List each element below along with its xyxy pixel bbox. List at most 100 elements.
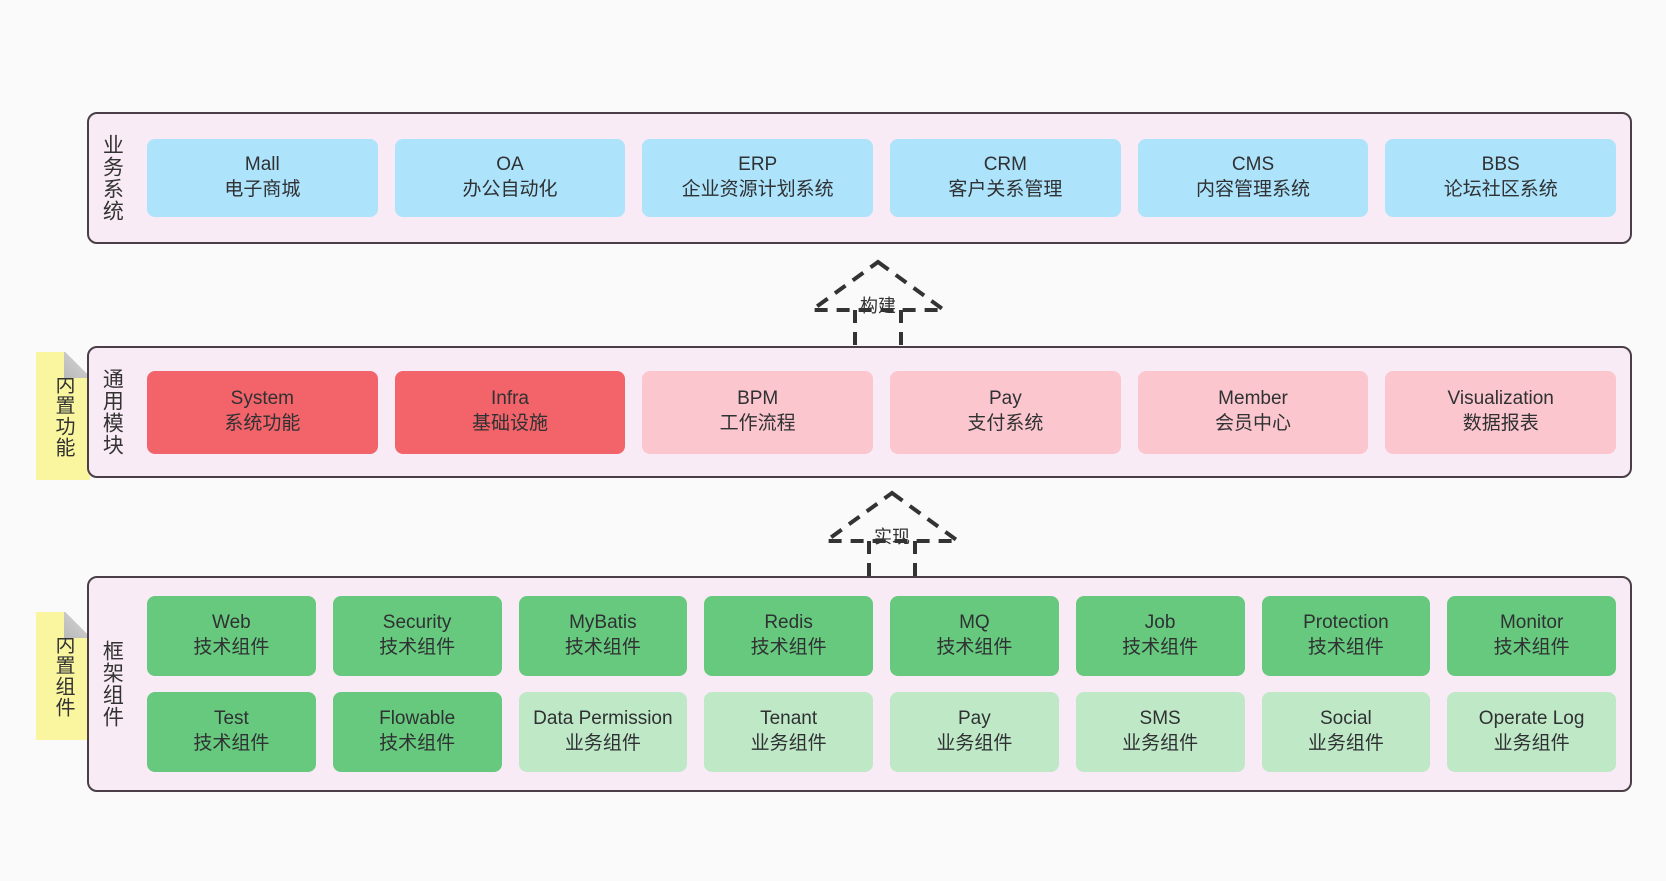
card-job[interactable]: Job 技术组件 bbox=[1075, 596, 1245, 676]
card-title: Visualization bbox=[1447, 388, 1554, 410]
layer-body-common-module: System 系统功能 Infra 基础设施 BPM 工作流程 Pay 支付系统… bbox=[133, 348, 1630, 476]
connector-build: 构建 bbox=[798, 258, 958, 350]
card-title: Security bbox=[382, 612, 452, 634]
card-redis[interactable]: Redis 技术组件 bbox=[704, 596, 873, 676]
sticky-note-label: 内置功能 bbox=[52, 374, 74, 458]
card-subtitle: 业务组件 bbox=[1122, 733, 1199, 754]
card-subtitle: 客户关系管理 bbox=[948, 179, 1063, 200]
card-cms[interactable]: CMS 内容管理系统 bbox=[1137, 139, 1369, 217]
card-title: Member bbox=[1218, 388, 1288, 410]
card-subtitle: 办公自动化 bbox=[462, 179, 558, 200]
card-subtitle: 工作流程 bbox=[719, 413, 796, 434]
card-subtitle: 会员中心 bbox=[1215, 413, 1292, 434]
layer-title-framework-component: 框架组件 bbox=[100, 640, 124, 728]
card-operate-log[interactable]: Operate Log 业务组件 bbox=[1447, 692, 1616, 772]
card-title: Infra bbox=[490, 388, 530, 410]
card-mall[interactable]: Mall 电子商城 bbox=[147, 139, 378, 217]
card-subtitle: 业务组件 bbox=[1493, 733, 1570, 754]
layer-framework-component: 框架组件 Web 技术组件 Security 技术组件 MyBatis 技术组件… bbox=[87, 576, 1632, 792]
card-data-permission[interactable]: Data Permission 业务组件 bbox=[518, 692, 688, 772]
card-subtitle: 技术组件 bbox=[193, 733, 270, 754]
sticky-note-label: 内置组件 bbox=[52, 634, 74, 718]
card-subtitle: 业务组件 bbox=[750, 733, 827, 754]
card-subtitle: 支付系统 bbox=[967, 413, 1044, 434]
card-title: CMS bbox=[1231, 154, 1275, 176]
card-row: Web 技术组件 Security 技术组件 MyBatis 技术组件 Redi… bbox=[147, 596, 1616, 676]
connector-label-implement: 实现 bbox=[874, 527, 910, 547]
card-title: Web bbox=[212, 612, 251, 634]
card-erp[interactable]: ERP 企业资源计划系统 bbox=[642, 139, 874, 217]
card-subtitle: 技术组件 bbox=[379, 637, 456, 658]
card-subtitle: 技术组件 bbox=[936, 637, 1013, 658]
card-crm[interactable]: CRM 客户关系管理 bbox=[890, 139, 1121, 217]
card-social[interactable]: Social 业务组件 bbox=[1261, 692, 1431, 772]
card-row: System 系统功能 Infra 基础设施 BPM 工作流程 Pay 支付系统… bbox=[147, 370, 1617, 454]
card-subtitle: 基础设施 bbox=[472, 413, 549, 434]
connector-implement: 实现 bbox=[812, 489, 972, 581]
card-title: ERP bbox=[738, 154, 778, 176]
card-title: BPM bbox=[737, 388, 779, 410]
card-title: Pay bbox=[958, 708, 991, 730]
card-subtitle: 内容管理系统 bbox=[1196, 179, 1311, 200]
card-subtitle: 技术组件 bbox=[564, 637, 641, 658]
card-title: SMS bbox=[1139, 708, 1181, 730]
card-subtitle: 技术组件 bbox=[1122, 637, 1199, 658]
card-pay-component[interactable]: Pay 业务组件 bbox=[890, 692, 1059, 772]
card-row: Test 技术组件 Flowable 技术组件 Data Permission … bbox=[147, 692, 1616, 772]
card-title: Operate Log bbox=[1478, 708, 1585, 730]
sticky-note-builtin-function: 内置功能 bbox=[36, 352, 90, 480]
card-title: Monitor bbox=[1499, 612, 1564, 634]
card-title: Redis bbox=[764, 612, 813, 634]
card-title: Mall bbox=[244, 154, 280, 176]
card-visualization[interactable]: Visualization 数据报表 bbox=[1385, 370, 1617, 454]
sticky-note-builtin-component: 内置组件 bbox=[36, 612, 90, 740]
card-title: Data Permission bbox=[533, 708, 673, 730]
card-subtitle: 系统功能 bbox=[224, 413, 301, 434]
card-tenant[interactable]: Tenant 业务组件 bbox=[704, 692, 873, 772]
card-title: MQ bbox=[959, 612, 990, 634]
card-title: Job bbox=[1144, 612, 1176, 634]
card-subtitle: 数据报表 bbox=[1462, 413, 1539, 434]
card-member[interactable]: Member 会员中心 bbox=[1137, 370, 1369, 454]
card-system[interactable]: System 系统功能 bbox=[147, 370, 378, 454]
card-bpm[interactable]: BPM 工作流程 bbox=[642, 370, 874, 454]
card-oa[interactable]: OA 办公自动化 bbox=[394, 139, 626, 217]
card-subtitle: 技术组件 bbox=[1493, 637, 1570, 658]
layer-body-framework-component: Web 技术组件 Security 技术组件 MyBatis 技术组件 Redi… bbox=[133, 578, 1630, 790]
card-subtitle: 技术组件 bbox=[193, 637, 270, 658]
card-title: Flowable bbox=[379, 708, 456, 730]
card-protection[interactable]: Protection 技术组件 bbox=[1261, 596, 1431, 676]
card-title: Test bbox=[213, 708, 249, 730]
layer-body-business-system: Mall 电子商城 OA 办公自动化 ERP 企业资源计划系统 CRM 客户关系… bbox=[133, 114, 1630, 242]
card-title: Social bbox=[1320, 708, 1372, 730]
connector-label-build: 构建 bbox=[860, 296, 896, 316]
card-subtitle: 技术组件 bbox=[379, 733, 456, 754]
card-mybatis[interactable]: MyBatis 技术组件 bbox=[518, 596, 688, 676]
card-pay[interactable]: Pay 支付系统 bbox=[890, 370, 1121, 454]
card-title: Tenant bbox=[760, 708, 818, 730]
layer-business-system: 业务系统 Mall 电子商城 OA 办公自动化 ERP 企业资源计划系统 CRM… bbox=[87, 112, 1632, 244]
card-title: MyBatis bbox=[569, 612, 637, 634]
card-infra[interactable]: Infra 基础设施 bbox=[394, 370, 626, 454]
card-subtitle: 技术组件 bbox=[750, 637, 827, 658]
card-bbs[interactable]: BBS 论坛社区系统 bbox=[1385, 139, 1617, 217]
card-title: OA bbox=[496, 154, 524, 176]
layer-title-business-system: 业务系统 bbox=[100, 134, 124, 222]
card-subtitle: 业务组件 bbox=[936, 733, 1013, 754]
card-mq[interactable]: MQ 技术组件 bbox=[890, 596, 1059, 676]
card-title: CRM bbox=[983, 154, 1027, 176]
generalization-arrowhead-icon bbox=[819, 490, 965, 543]
card-title: Pay bbox=[988, 388, 1022, 410]
card-subtitle: 电子商城 bbox=[224, 179, 301, 200]
card-subtitle: 业务组件 bbox=[564, 733, 641, 754]
card-flowable[interactable]: Flowable 技术组件 bbox=[332, 692, 502, 772]
card-test[interactable]: Test 技术组件 bbox=[147, 692, 316, 772]
card-row: Mall 电子商城 OA 办公自动化 ERP 企业资源计划系统 CRM 客户关系… bbox=[147, 139, 1617, 217]
card-web[interactable]: Web 技术组件 bbox=[147, 596, 316, 676]
card-monitor[interactable]: Monitor 技术组件 bbox=[1447, 596, 1616, 676]
card-sms[interactable]: SMS 业务组件 bbox=[1075, 692, 1245, 772]
layer-common-module: 通用模块 System 系统功能 Infra 基础设施 BPM 工作流程 Pay… bbox=[87, 346, 1632, 478]
card-security[interactable]: Security 技术组件 bbox=[332, 596, 502, 676]
card-subtitle: 业务组件 bbox=[1307, 733, 1384, 754]
